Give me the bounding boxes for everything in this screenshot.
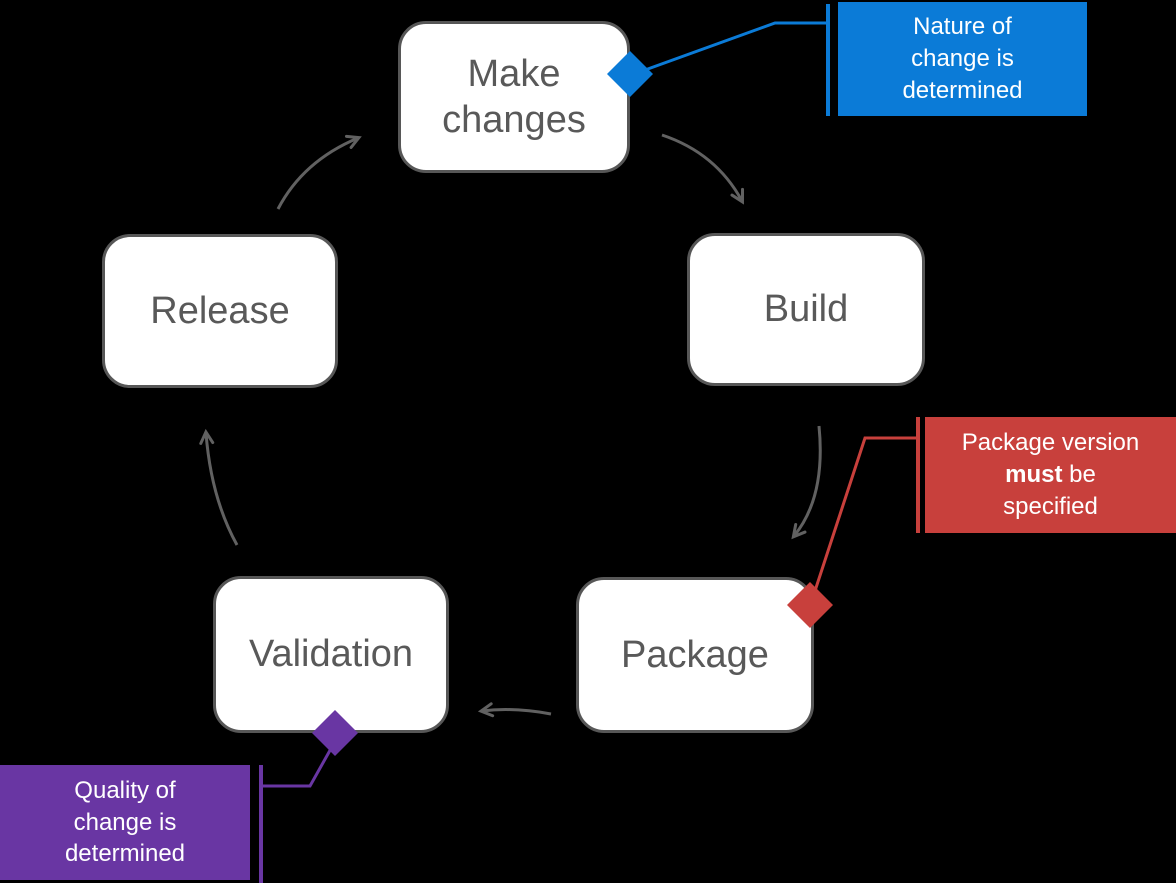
callout-text: Quality of change is determined [64,776,186,868]
callout-quality-of-change: Quality of change is determined [0,765,250,880]
node-validation: Validation [213,576,449,733]
purple-callout-connector-line [261,744,335,788]
emphasized-word: must [1005,461,1063,489]
arrow-package-to-validation [477,702,552,718]
node-package: Package [576,577,814,733]
node-label: Build [763,288,849,331]
arrow-validation-to-release [199,428,239,546]
callout-package-version: Package version must be specified [925,417,1176,533]
callout-nature-of-change: Nature of change is determined [838,2,1087,116]
callout-text: Package version must be specified [961,429,1140,520]
arrow-make-changes-to-build [661,133,745,205]
arrow-build-to-package [791,425,822,540]
node-label: Validation [248,633,414,676]
red-callout-connector-line [810,436,918,601]
node-release: Release [102,234,338,388]
node-label: Make changes [442,52,586,141]
arrow-release-to-make-changes [276,134,362,210]
node-label: Package [621,633,769,676]
node-label: Release [150,289,290,332]
blue-callout-connector-line [644,21,828,72]
node-build: Build [687,233,925,386]
callout-text: Nature of change is determined [902,13,1023,104]
node-make-changes: Make changes [398,21,630,173]
